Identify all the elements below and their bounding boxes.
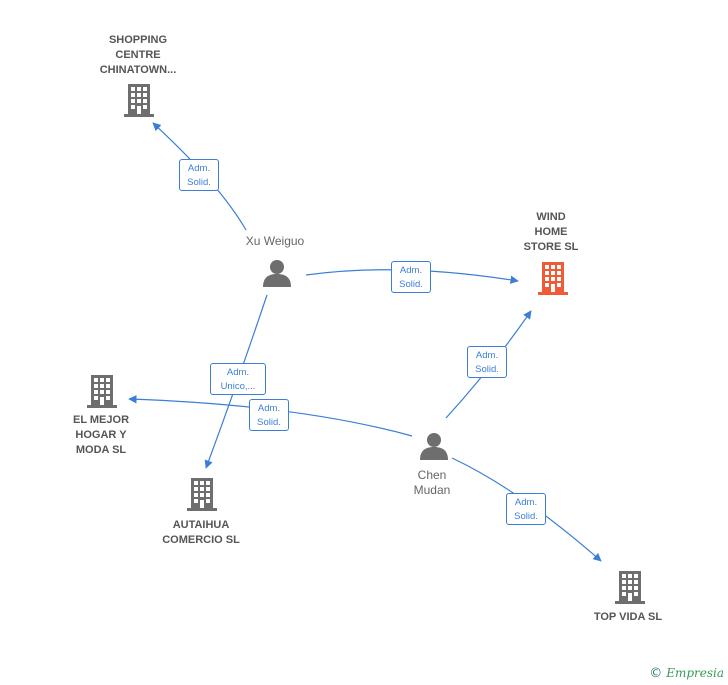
node-label-topvida[interactable]: TOP VIDA SL <box>593 611 663 623</box>
building-icon[interactable] <box>538 262 568 295</box>
edge-role: Adm. <box>475 350 499 361</box>
edge-role: Adm. <box>257 403 281 414</box>
copyright-icon: © <box>649 666 663 681</box>
node-label-wind[interactable]: WIND HOME STORE SL <box>523 211 579 253</box>
node-label-mejor[interactable]: EL MEJOR HOGAR Y MODA SL <box>72 414 130 456</box>
building-icon[interactable] <box>187 478 217 511</box>
edge-badge-xu-shopping[interactable]: Adm. Solid. <box>179 159 219 191</box>
building-icon[interactable] <box>615 571 645 604</box>
edge-role-detail: Solid. <box>475 364 499 375</box>
edge-role-detail: Solid. <box>257 417 281 428</box>
edge-role-detail: Solid. <box>187 177 211 188</box>
building-icon[interactable] <box>124 84 154 117</box>
node-label-shopping[interactable]: SHOPPING CENTRE CHINATOWN... <box>99 34 177 76</box>
footer-brand: ©Empresia <box>649 666 724 681</box>
edge-role: Adm. <box>226 367 250 378</box>
edge-role-detail: Solid. <box>399 279 423 290</box>
edge-role-detail: Unico,... <box>220 381 256 392</box>
person-icon[interactable] <box>263 260 291 287</box>
node-label-xu[interactable]: Xu Weiguo <box>245 234 305 248</box>
edge-role-detail: Solid. <box>514 511 538 522</box>
edge-badge-xu-autaihua[interactable]: Adm. Unico,... <box>210 363 266 395</box>
edge-badge-chen-wind[interactable]: Adm. Solid. <box>467 346 507 378</box>
edge-role: Adm. <box>399 265 423 276</box>
edge-role: Adm. <box>187 163 211 174</box>
edge-badge-chen-mejor[interactable]: Adm. Solid. <box>249 399 289 431</box>
node-label-chen[interactable]: Chen Mudan <box>413 468 451 497</box>
person-icon[interactable] <box>420 433 448 460</box>
node-label-autaihua[interactable]: AUTAIHUA COMERCIO SL <box>162 519 240 546</box>
edge-role: Adm. <box>514 497 538 508</box>
edge-badge-xu-wind[interactable]: Adm. Solid. <box>391 261 431 293</box>
brand-logo: Empresia <box>666 666 724 680</box>
edge-badge-chen-topvida[interactable]: Adm. Solid. <box>506 493 546 525</box>
building-icon[interactable] <box>87 375 117 408</box>
